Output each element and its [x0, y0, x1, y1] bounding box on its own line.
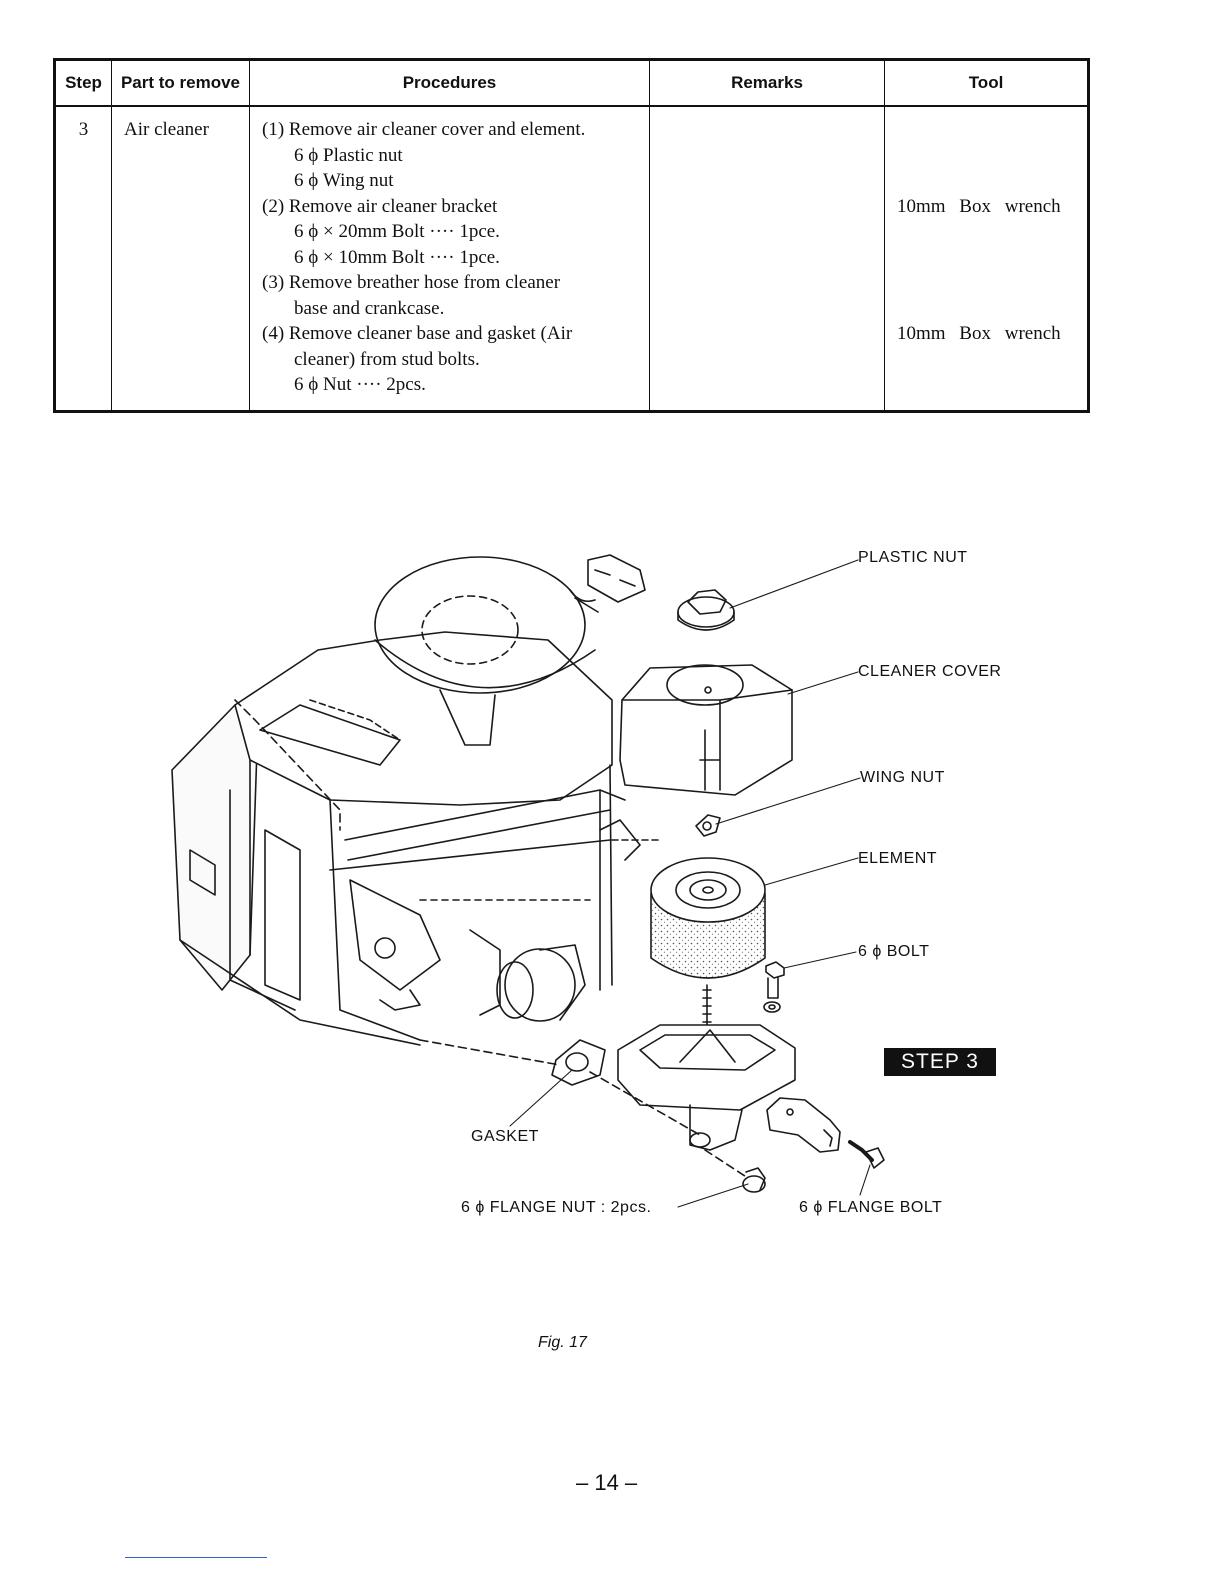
stud-bolt: [702, 984, 712, 1051]
flange-bolt-part: [848, 1140, 885, 1169]
wing-nut-part: [695, 814, 721, 837]
tool-cell: 10mm Box wrench 10mm Box wrench: [884, 105, 1089, 412]
gasket-part: [551, 1039, 606, 1086]
figure-caption: Fig. 17: [538, 1334, 587, 1351]
header-tool: Tool: [884, 59, 1089, 107]
step-cell: 3: [54, 105, 112, 412]
procedure-line: 6 ϕ Plastic nut: [294, 144, 403, 166]
procedure-line: 6 ϕ × 20mm Bolt ···· 1pce.: [294, 221, 500, 242]
procedure-line: (3) Remove breather hose from cleaner: [262, 272, 561, 293]
label-flange-nut: 6 ϕ FLANGE NUT : 2pcs.: [461, 1199, 652, 1216]
label-plastic-nut: PLASTIC NUT: [858, 549, 968, 566]
label-wing-nut: WING NUT: [860, 769, 945, 786]
footer-rule: [125, 1557, 267, 1558]
remarks-cell: [649, 105, 885, 412]
leader-lines: [509, 559, 871, 1208]
procedure-line: 6 ϕ × 10mm Bolt ···· 1pce.: [294, 246, 500, 268]
procedure-table: Step Part to remove Procedures Remarks T…: [53, 58, 1090, 413]
header-part-to-remove: Part to remove: [111, 59, 250, 107]
table-header-row: Step Part to remove Procedures Remarks T…: [54, 59, 1089, 107]
label-gasket: GASKET: [471, 1128, 539, 1145]
label-bolt: 6 ϕ BOLT: [858, 943, 930, 960]
air-element-part: [650, 857, 766, 979]
procedure-line: base and crankcase.: [294, 297, 445, 319]
procedure-line: 6 ϕ Wing nut: [294, 170, 394, 191]
label-element: ELEMENT: [858, 850, 938, 867]
cleaner-cover-part: [619, 664, 793, 796]
procedure-line: 6 ϕ Nut ···· 2pcs.: [294, 374, 426, 395]
procedure-line: (4) Remove cleaner base and gasket (Air: [262, 323, 573, 344]
header-step: Step: [54, 59, 112, 107]
procedure-line: (1) Remove air cleaner cover and element…: [262, 119, 586, 140]
bracket-part: [766, 1097, 841, 1153]
flange-nut-part: [742, 1167, 766, 1193]
tool-line: 10mm Box wrench: [897, 323, 1061, 344]
engine-illustration: [171, 554, 646, 1046]
page-number: – 14 –: [576, 1470, 638, 1495]
part-cell: Air cleaner: [111, 105, 250, 412]
table-row: 3 Air cleaner (1) Remove air cleaner cov…: [54, 105, 1089, 412]
label-cleaner-cover: CLEANER COVER: [858, 663, 1002, 680]
plastic-nut-part: [677, 589, 735, 631]
bolt-part: [763, 961, 785, 1013]
tool-line: 10mm Box wrench: [897, 195, 1061, 217]
label-flange-bolt: 6 ϕ FLANGE BOLT: [799, 1199, 943, 1216]
header-remarks: Remarks: [649, 59, 885, 107]
cleaner-base-part: [617, 1024, 796, 1151]
step-badge: STEP 3: [884, 1048, 996, 1076]
procedures-cell: (1) Remove air cleaner cover and element…: [249, 105, 650, 412]
procedure-line: (2) Remove air cleaner bracket: [262, 195, 498, 217]
procedure-line: cleaner) from stud bolts.: [294, 348, 480, 370]
